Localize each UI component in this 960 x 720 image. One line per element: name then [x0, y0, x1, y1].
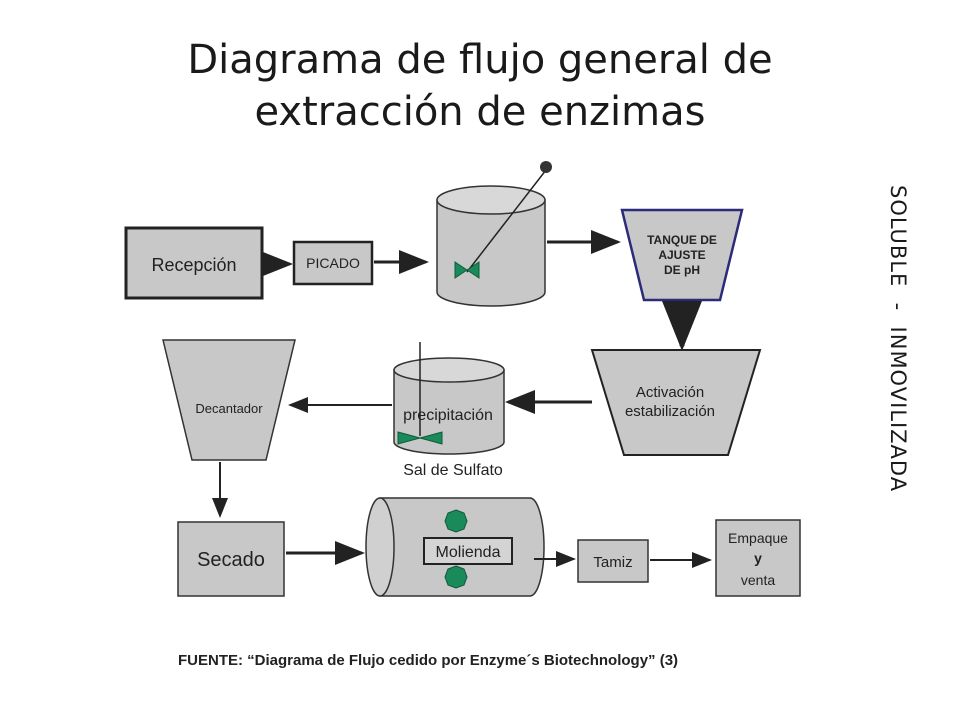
- node-secado: Secado: [177, 521, 285, 597]
- tamiz-label: Tamiz: [593, 554, 632, 571]
- activacion-line-1: Activación: [636, 384, 704, 401]
- decantador-label: Decantador: [195, 401, 263, 416]
- node-decantador: Decantador: [162, 339, 296, 461]
- empaque-line-2: y: [754, 550, 762, 566]
- secado-label: Secado: [197, 549, 265, 571]
- agitator-shaft: [466, 169, 547, 273]
- node-recepcion: Recepción: [124, 226, 264, 300]
- node-activacion: Activación estabilización: [590, 349, 762, 456]
- agitator-blade-icon: [454, 261, 480, 279]
- slide-title: Diagrama de flujo general de extracción …: [80, 34, 880, 138]
- title-line-1: Diagrama de flujo general de: [187, 37, 773, 83]
- node-mixing-tank: [436, 161, 552, 307]
- node-tanque-ajuste: TANQUE DE AJUSTE DE pH: [620, 208, 744, 302]
- activacion-line-2: estabilización: [625, 403, 715, 420]
- recepcion-label: Recepción: [151, 255, 236, 275]
- empaque-line-1: Empaque: [728, 530, 788, 546]
- motor-icon: [540, 161, 552, 173]
- tanque-line-2: AJUSTE: [658, 248, 705, 262]
- molienda-label: Molienda: [436, 544, 501, 561]
- mill-roller-bottom-icon: [444, 565, 468, 589]
- precipitacion-label: precipitación: [403, 407, 493, 424]
- mill-roller-top-icon: [444, 509, 468, 533]
- title-line-2: extracción de enzimas: [254, 89, 706, 135]
- node-precipitacion: precipitación Sal de Sulfato: [393, 342, 505, 479]
- source-caption: FUENTE: “Diagrama de Flujo cedido por En…: [178, 652, 679, 669]
- tanque-line-1: TANQUE DE: [647, 233, 717, 247]
- node-empaque: Empaque y venta: [715, 519, 801, 597]
- precip-blade-icon: [397, 431, 443, 445]
- sal-sulfato-label: Sal de Sulfato: [403, 462, 503, 479]
- side-label: SOLUBLE - INMOVILIZADA: [886, 185, 910, 493]
- node-molienda: Molienda: [365, 497, 545, 597]
- tanque-line-3: DE pH: [664, 263, 700, 277]
- empaque-line-3: venta: [741, 572, 775, 588]
- picado-label: PICADO: [306, 255, 360, 271]
- node-picado: PICADO: [292, 240, 374, 286]
- node-tamiz: Tamiz: [577, 539, 649, 583]
